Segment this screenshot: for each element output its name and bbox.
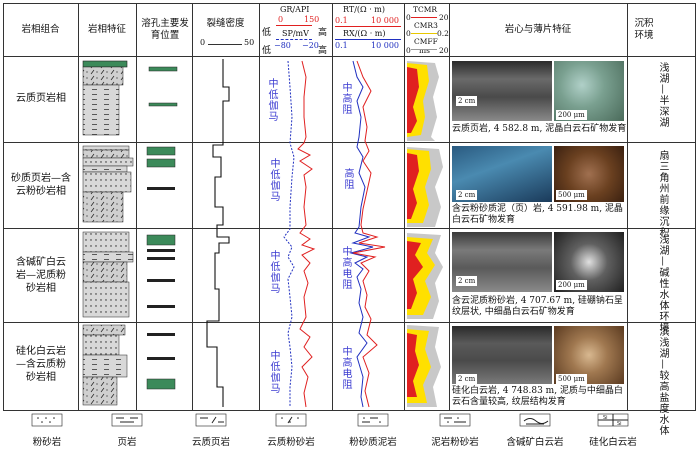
pore-position-column [146, 66, 178, 390]
gr-sp-header: GR/API 0 150 低 高 SP/mV −80 −20 低 高 [262, 5, 328, 56]
legend-symbols: Si Si [31, 413, 629, 427]
gr-sp-log [283, 60, 316, 408]
rt-label-2: 高阻 [342, 168, 353, 190]
thin-scale-1: 200 μm [556, 110, 587, 120]
thin-scale-2: 500 μm [556, 190, 587, 200]
thin-scale-3: 200 μm [556, 280, 587, 290]
facies-combo-4: 硅化白云岩—含云质粉砂岩相 [16, 346, 66, 383]
env-2: 扇三角州前缘沉积 [657, 150, 668, 238]
caption-4: 硅化白云岩, 4 748.83 m, 泥质与中细晶白云石含量较高, 纹层结构发育 [452, 386, 623, 407]
caption-1: 云质页岩, 4 582.8 m, 泥晶白云石矿物发育 [452, 124, 627, 134]
nmr-log [407, 61, 443, 407]
env-3: 浅湖—碱性水体环境 [657, 234, 668, 333]
caption-2: 含云粉砂质泥（页）岩, 4 591.98 m, 泥晶白云石矿物发育 [452, 204, 623, 225]
svg-text:Si: Si [603, 415, 608, 421]
legend-siltstone: 粉砂岩 [32, 437, 62, 448]
facies-combo-1: 云质页岩相 [16, 93, 66, 104]
legend-argillaceous-siltstone: 泥岩粉砂岩 [431, 437, 479, 448]
gr-label-4: 中低伽马 [268, 350, 279, 394]
fracture-scale: 0 50 [200, 38, 255, 47]
legend-shale: 页岩 [117, 437, 137, 448]
core-scale-2: 2 cm [456, 190, 478, 200]
facies-combo-2: 砂质页岩—含云粉砂岩相 [11, 173, 71, 197]
rt-label-1: 中高阻 [340, 82, 351, 115]
rt-label-3: 中高电阻 [340, 246, 351, 290]
gr-label-1: 中低伽马 [266, 78, 277, 122]
core-scale-3: 2 cm [456, 276, 478, 286]
facies-combo-3: 含碱矿白云岩—泥质粉砂岩相 [16, 257, 66, 294]
header-facies-features: 岩相特征 [87, 24, 126, 35]
rt-rx-log [349, 60, 386, 408]
core-scale-4: 2 cm [456, 374, 478, 384]
header-fracture-density: 裂缝密度 [206, 18, 245, 29]
svg-text:Si: Si [617, 421, 622, 427]
header-pore-position: 溶孔主要发育位置 [141, 18, 189, 41]
gr-label-2: 中低伽马 [268, 158, 279, 202]
core-scale-1: 2 cm [456, 96, 478, 106]
header-core-section: 岩心与薄片特征 [504, 24, 572, 35]
rt-label-4: 中高电阻 [340, 346, 351, 390]
legend-silicified-dolomite: 硅化白云岩 [589, 437, 637, 448]
legend-dolomitic-siltstone: 云质粉砂岩 [267, 437, 315, 448]
legend-alkaline-dolomite: 含碱矿白云岩 [506, 437, 564, 448]
header-sedimentary-env: 沉积环境 [634, 18, 654, 41]
nmr-header: TCMR 0 20 CMR3 0 0.2 CMFF 0 ms 20 [406, 5, 449, 55]
env-4: 滨浅湖—较高盐度水体 [657, 326, 668, 436]
core-photo-1 [452, 61, 552, 121]
rt-rx-header: RT/(Ω · m) 0.1 10 000 RX/(Ω · m) 0.1 10 … [335, 5, 401, 50]
header-facies-combo: 岩相组合 [21, 24, 60, 35]
gr-label-3: 中低伽马 [268, 250, 279, 294]
caption-3: 含云泥质粉砂岩, 4 707.67 m, 硅硼钠石呈纹层状, 中细晶白云石矿物发… [452, 296, 623, 317]
thin-scale-4: 500 μm [556, 374, 587, 384]
fracture-density-column [206, 59, 230, 407]
legend-silty-mudstone: 粉砂质泥岩 [349, 437, 397, 448]
legend-dolomitic-shale: 云质页岩 [191, 437, 230, 448]
env-1: 浅湖—半深湖 [657, 62, 668, 128]
lithology-column [82, 60, 134, 406]
